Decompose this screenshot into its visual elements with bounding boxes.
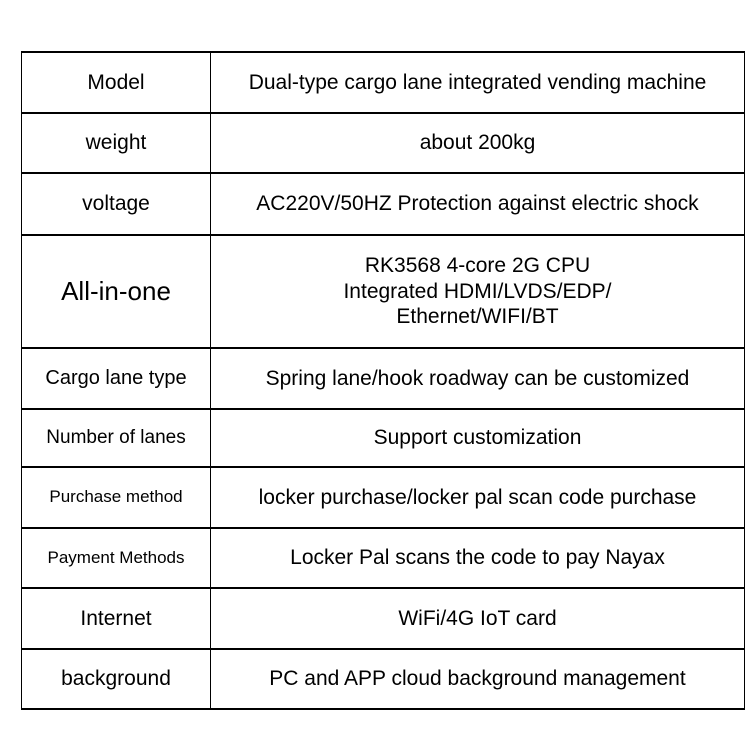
spec-value: about 200kg bbox=[210, 112, 745, 174]
table-row: Internet WiFi/4G IoT card bbox=[21, 587, 745, 650]
spec-value-line: RK3568 4-core 2G CPU bbox=[364, 254, 591, 278]
table-row: Number of lanes Support customization bbox=[21, 408, 745, 468]
spec-value: Locker Pal scans the code to pay Nayax bbox=[210, 527, 745, 589]
table-row: All-in-one RK3568 4-core 2G CPU Integrat… bbox=[21, 234, 745, 349]
spec-value-line: AC220V/50HZ Protection against electric … bbox=[256, 192, 699, 216]
table-row: Purchase method locker purchase/locker p… bbox=[21, 466, 745, 529]
table-row: weight about 200kg bbox=[21, 112, 745, 174]
spec-value-line: PC and APP cloud background management bbox=[269, 667, 686, 691]
table-row: voltage AC220V/50HZ Protection against e… bbox=[21, 172, 745, 236]
spec-label: background bbox=[21, 648, 211, 710]
spec-label: voltage bbox=[21, 172, 211, 236]
spec-value-line: WiFi/4G IoT card bbox=[398, 606, 557, 630]
spec-label: Payment Methods bbox=[21, 527, 211, 589]
specification-sheet: Model Dual-type cargo lane integrated ve… bbox=[21, 51, 745, 710]
spec-label: Internet bbox=[21, 587, 211, 650]
spec-label: All-in-one bbox=[21, 234, 211, 349]
spec-value: Dual-type cargo lane integrated vending … bbox=[210, 51, 745, 114]
spec-label: Purchase method bbox=[21, 466, 211, 529]
spec-value: Spring lane/hook roadway can be customiz… bbox=[210, 347, 745, 410]
spec-value-line: Locker Pal scans the code to pay Nayax bbox=[290, 546, 665, 570]
table-row: Payment Methods Locker Pal scans the cod… bbox=[21, 527, 745, 589]
spec-value-line: locker purchase/locker pal scan code pur… bbox=[258, 485, 697, 509]
spec-value: RK3568 4-core 2G CPU Integrated HDMI/LVD… bbox=[210, 234, 745, 349]
spec-value: AC220V/50HZ Protection against electric … bbox=[210, 172, 745, 236]
spec-value-line: Dual-type cargo lane integrated vending … bbox=[248, 70, 707, 94]
spec-value: Support customization bbox=[210, 408, 745, 468]
spec-value-line: Support customization bbox=[373, 426, 582, 450]
spec-value-line: Ethernet/WIFI/BT bbox=[396, 305, 559, 329]
spec-value: PC and APP cloud background management bbox=[210, 648, 745, 710]
table-body: Model Dual-type cargo lane integrated ve… bbox=[21, 51, 745, 710]
spec-label: Cargo lane type bbox=[21, 347, 211, 410]
spec-value-line: Spring lane/hook roadway can be customiz… bbox=[265, 366, 690, 390]
table-row: background PC and APP cloud background m… bbox=[21, 648, 745, 710]
table-row: Cargo lane type Spring lane/hook roadway… bbox=[21, 347, 745, 410]
spec-label: Number of lanes bbox=[21, 408, 211, 468]
spec-label: Model bbox=[21, 51, 211, 114]
spec-label: weight bbox=[21, 112, 211, 174]
specification-table: Model Dual-type cargo lane integrated ve… bbox=[21, 51, 745, 710]
spec-value-line: Integrated HDMI/LVDS/EDP/ bbox=[343, 279, 612, 303]
spec-value: locker purchase/locker pal scan code pur… bbox=[210, 466, 745, 529]
spec-value: WiFi/4G IoT card bbox=[210, 587, 745, 650]
table-row: Model Dual-type cargo lane integrated ve… bbox=[21, 51, 745, 114]
spec-value-line: about 200kg bbox=[419, 131, 536, 155]
